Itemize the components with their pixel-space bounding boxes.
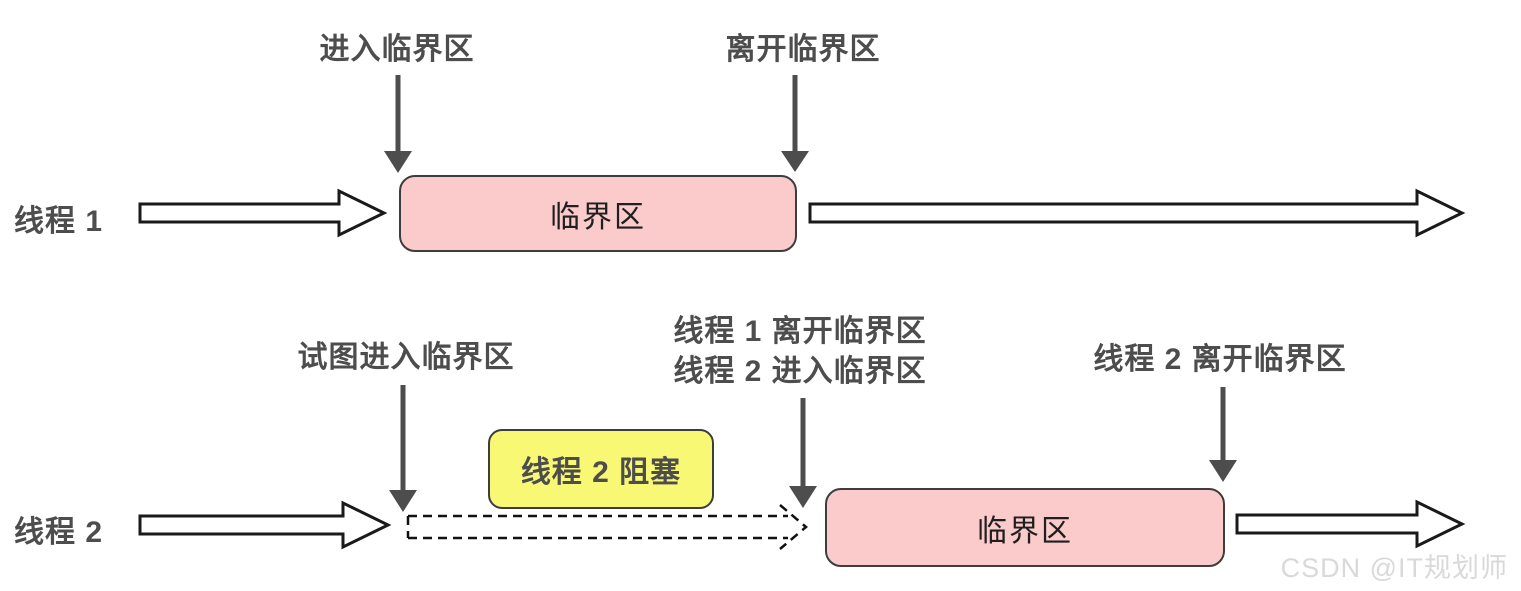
- handover-down-arrow: [789, 398, 817, 508]
- handover-label-line1: 线程 1 离开临界区: [673, 315, 927, 348]
- critical-section-box-thread1: 临界区: [399, 175, 797, 252]
- thread2-blocked-dashed-arrow: [406, 504, 808, 550]
- thread1-timeline-arrow-after: [808, 188, 1466, 238]
- leave-critical-down-arrow: [781, 75, 809, 172]
- thread1-timeline-arrow-before: [138, 188, 388, 238]
- try-enter-down-arrow: [389, 385, 417, 512]
- handover-label: 线程 1 离开临界区 线程 2 进入临界区: [673, 312, 926, 392]
- thread2-leave-label: 线程 2 离开临界区: [1093, 343, 1347, 376]
- thread2-blocked-box-label: 线程 2 阻塞: [520, 456, 682, 489]
- enter-critical-down-arrow: [384, 75, 412, 173]
- csdn-watermark: CSDN @IT规划师: [1280, 553, 1508, 583]
- leave-critical-label: 离开临界区: [725, 33, 881, 66]
- critical-section-box-thread2-label: 临界区: [977, 514, 1073, 548]
- critical-section-box-thread2: 临界区: [825, 488, 1225, 567]
- enter-critical-label: 进入临界区: [319, 33, 475, 66]
- thread1-label: 线程 1: [14, 205, 104, 238]
- thread2-timeline-arrow-after: [1235, 499, 1466, 549]
- thread2-label: 线程 2: [14, 516, 104, 549]
- critical-section-box-thread1-label: 临界区: [550, 200, 646, 234]
- thread2-blocked-box: 线程 2 阻塞: [488, 429, 714, 509]
- thread2-leave-down-arrow: [1209, 387, 1237, 482]
- thread2-timeline-arrow-before: [138, 500, 392, 550]
- handover-label-line2: 线程 2 进入临界区: [673, 355, 927, 388]
- try-enter-label: 试图进入临界区: [297, 341, 515, 374]
